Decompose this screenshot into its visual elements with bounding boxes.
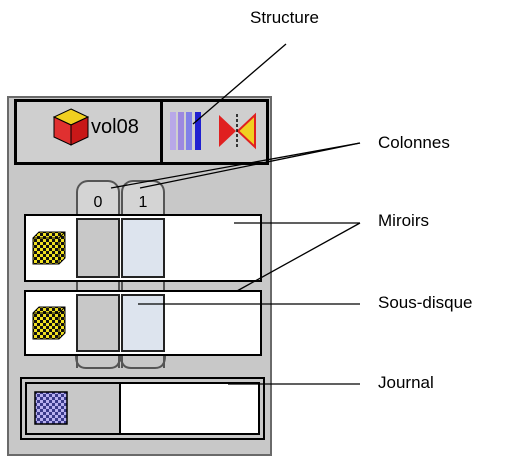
- log-row-divider: [119, 384, 121, 433]
- callout-sous-disque: Sous-disque: [378, 293, 473, 312]
- submirror-2-column-0[interactable]: [76, 294, 120, 352]
- callout-structure: Structure: [250, 8, 319, 27]
- callout-journal: Journal: [378, 373, 434, 392]
- column-0-label: 0: [93, 194, 103, 211]
- checkered-square-icon: [34, 391, 68, 425]
- submirror-1-column-1[interactable]: [121, 218, 165, 278]
- column-1-label: 1: [138, 194, 148, 211]
- tab-column-0[interactable]: [76, 180, 120, 218]
- header-divider: [160, 99, 163, 165]
- checkered-cube-icon: [32, 306, 66, 340]
- submirror-1-column-0[interactable]: [76, 218, 120, 278]
- column-bottom-caps: [75, 356, 166, 369]
- callout-colonnes: Colonnes: [378, 133, 450, 152]
- volume-name: vol08: [91, 116, 139, 138]
- cube-icon: [52, 108, 90, 146]
- checkered-cube-icon: [32, 231, 66, 265]
- callout-miroirs: Miroirs: [378, 211, 429, 230]
- mirror-bowtie-icon[interactable]: [216, 112, 258, 150]
- striped-columns-icon[interactable]: [168, 110, 204, 152]
- tab-column-1[interactable]: [121, 180, 165, 218]
